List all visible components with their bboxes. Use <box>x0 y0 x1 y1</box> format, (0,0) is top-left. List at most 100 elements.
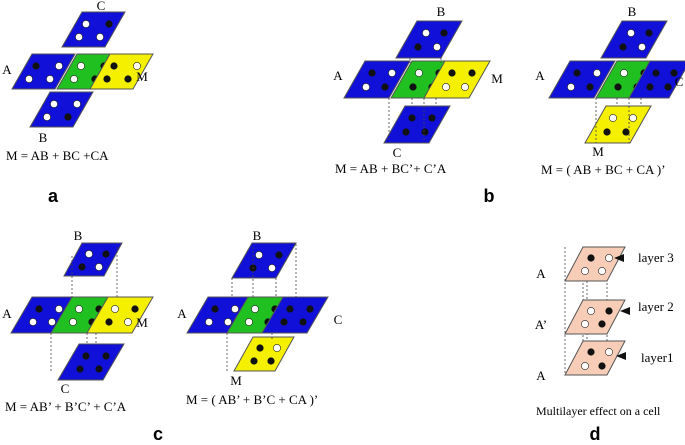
cell-bottom-m <box>233 336 295 372</box>
dot <box>77 62 85 70</box>
dot <box>105 20 113 28</box>
dot <box>124 318 132 326</box>
dot <box>598 267 606 275</box>
projection-lines <box>388 58 442 143</box>
dot <box>50 100 58 108</box>
dot <box>95 365 103 373</box>
dot <box>587 348 595 356</box>
equation: M = ( AB + BC + CA )’ <box>541 162 666 177</box>
layer-label-2: layer 2 <box>638 299 674 314</box>
dot <box>75 305 83 313</box>
panel-label-b: b <box>484 186 495 206</box>
projection-lines <box>226 244 297 371</box>
dot <box>433 43 441 51</box>
cell-top-c-shape <box>61 11 126 48</box>
dot <box>251 305 259 313</box>
equation: M = AB + BC’+ C’A <box>335 161 447 176</box>
dot <box>414 43 422 51</box>
cell-top-b <box>395 20 463 59</box>
dot <box>567 83 575 91</box>
dot <box>645 29 653 37</box>
dot <box>646 83 654 91</box>
label-left: A <box>535 68 545 83</box>
cell-top-b <box>231 242 297 279</box>
dot <box>622 128 630 136</box>
side-label-top: A <box>536 266 546 281</box>
dot <box>102 250 110 258</box>
panel-d: layer 3 layer 2 layer1 A A’ A Multilayer… <box>535 246 674 444</box>
projection-lines <box>595 98 642 143</box>
dot <box>102 352 110 360</box>
layer-1-shape <box>564 340 626 376</box>
dot <box>133 62 141 70</box>
cell-top-b <box>63 242 123 277</box>
label-top: B <box>74 228 83 243</box>
cell-top-shape <box>395 20 463 59</box>
dot <box>598 362 606 370</box>
cell-top-shape <box>231 242 297 279</box>
layer-1-cell <box>564 340 626 376</box>
panel-c2: B A C M M = ( AB’ + B’C + CA )’ <box>177 228 342 407</box>
cell-right-m <box>423 60 491 99</box>
dot <box>250 357 258 365</box>
layer-2-cell <box>564 299 630 335</box>
dot <box>609 114 617 122</box>
dot <box>111 305 119 313</box>
dot <box>43 113 51 121</box>
dot <box>48 318 56 326</box>
dot <box>105 318 113 326</box>
dot <box>605 307 613 315</box>
dot <box>581 320 589 328</box>
panel-label-d: d <box>590 424 601 444</box>
cell-right-c <box>628 60 685 99</box>
panel-label-c: c <box>153 424 163 444</box>
label-bottom: M <box>230 373 242 388</box>
dot <box>286 305 294 313</box>
panel-a: C A M B M = AB + BC +CA a <box>2 0 154 206</box>
cell-bottom-b-shape <box>29 91 94 128</box>
dot <box>55 62 63 70</box>
arrow-marker-icon <box>616 352 626 360</box>
dot <box>32 62 40 70</box>
label-top: C <box>97 0 106 13</box>
dot <box>55 305 63 313</box>
dot <box>273 344 281 352</box>
layer-label-3: layer 3 <box>638 250 674 265</box>
dot <box>605 254 613 262</box>
label-bottom: C <box>393 145 402 160</box>
dot <box>448 69 456 77</box>
side-label-bottom: A <box>536 368 546 383</box>
dot <box>245 318 253 326</box>
dot <box>267 357 275 365</box>
dot <box>670 69 678 77</box>
dot <box>70 75 78 83</box>
cell-right-m <box>86 296 154 334</box>
dot <box>664 83 672 91</box>
dot <box>581 362 589 370</box>
dot <box>587 254 595 262</box>
dot <box>415 69 423 77</box>
side-label-middle: A’ <box>535 317 547 332</box>
dot <box>440 29 448 37</box>
dot <box>402 128 410 136</box>
dot <box>268 264 276 272</box>
label-bottom: B <box>39 130 48 145</box>
label-left: A <box>2 62 12 77</box>
label-right: M <box>491 71 503 86</box>
dot <box>408 114 416 122</box>
panel-c1: B A M C M = AB’ + B’C’ + C’A <box>2 228 154 414</box>
dot <box>255 251 263 259</box>
dot <box>46 75 54 83</box>
cell-bottom-m <box>584 105 652 144</box>
panel-b2: B A C M M = ( AB + BC + CA )’ <box>535 4 685 177</box>
label-left: A <box>333 68 343 83</box>
label-right: C <box>334 312 343 327</box>
cell-left-a <box>11 53 76 90</box>
dot <box>280 318 288 326</box>
dot <box>421 128 429 136</box>
dot <box>76 365 84 373</box>
dot <box>82 352 90 360</box>
cell-bottom-c <box>383 105 451 144</box>
label-right: M <box>136 69 148 84</box>
label-right: M <box>136 315 148 330</box>
